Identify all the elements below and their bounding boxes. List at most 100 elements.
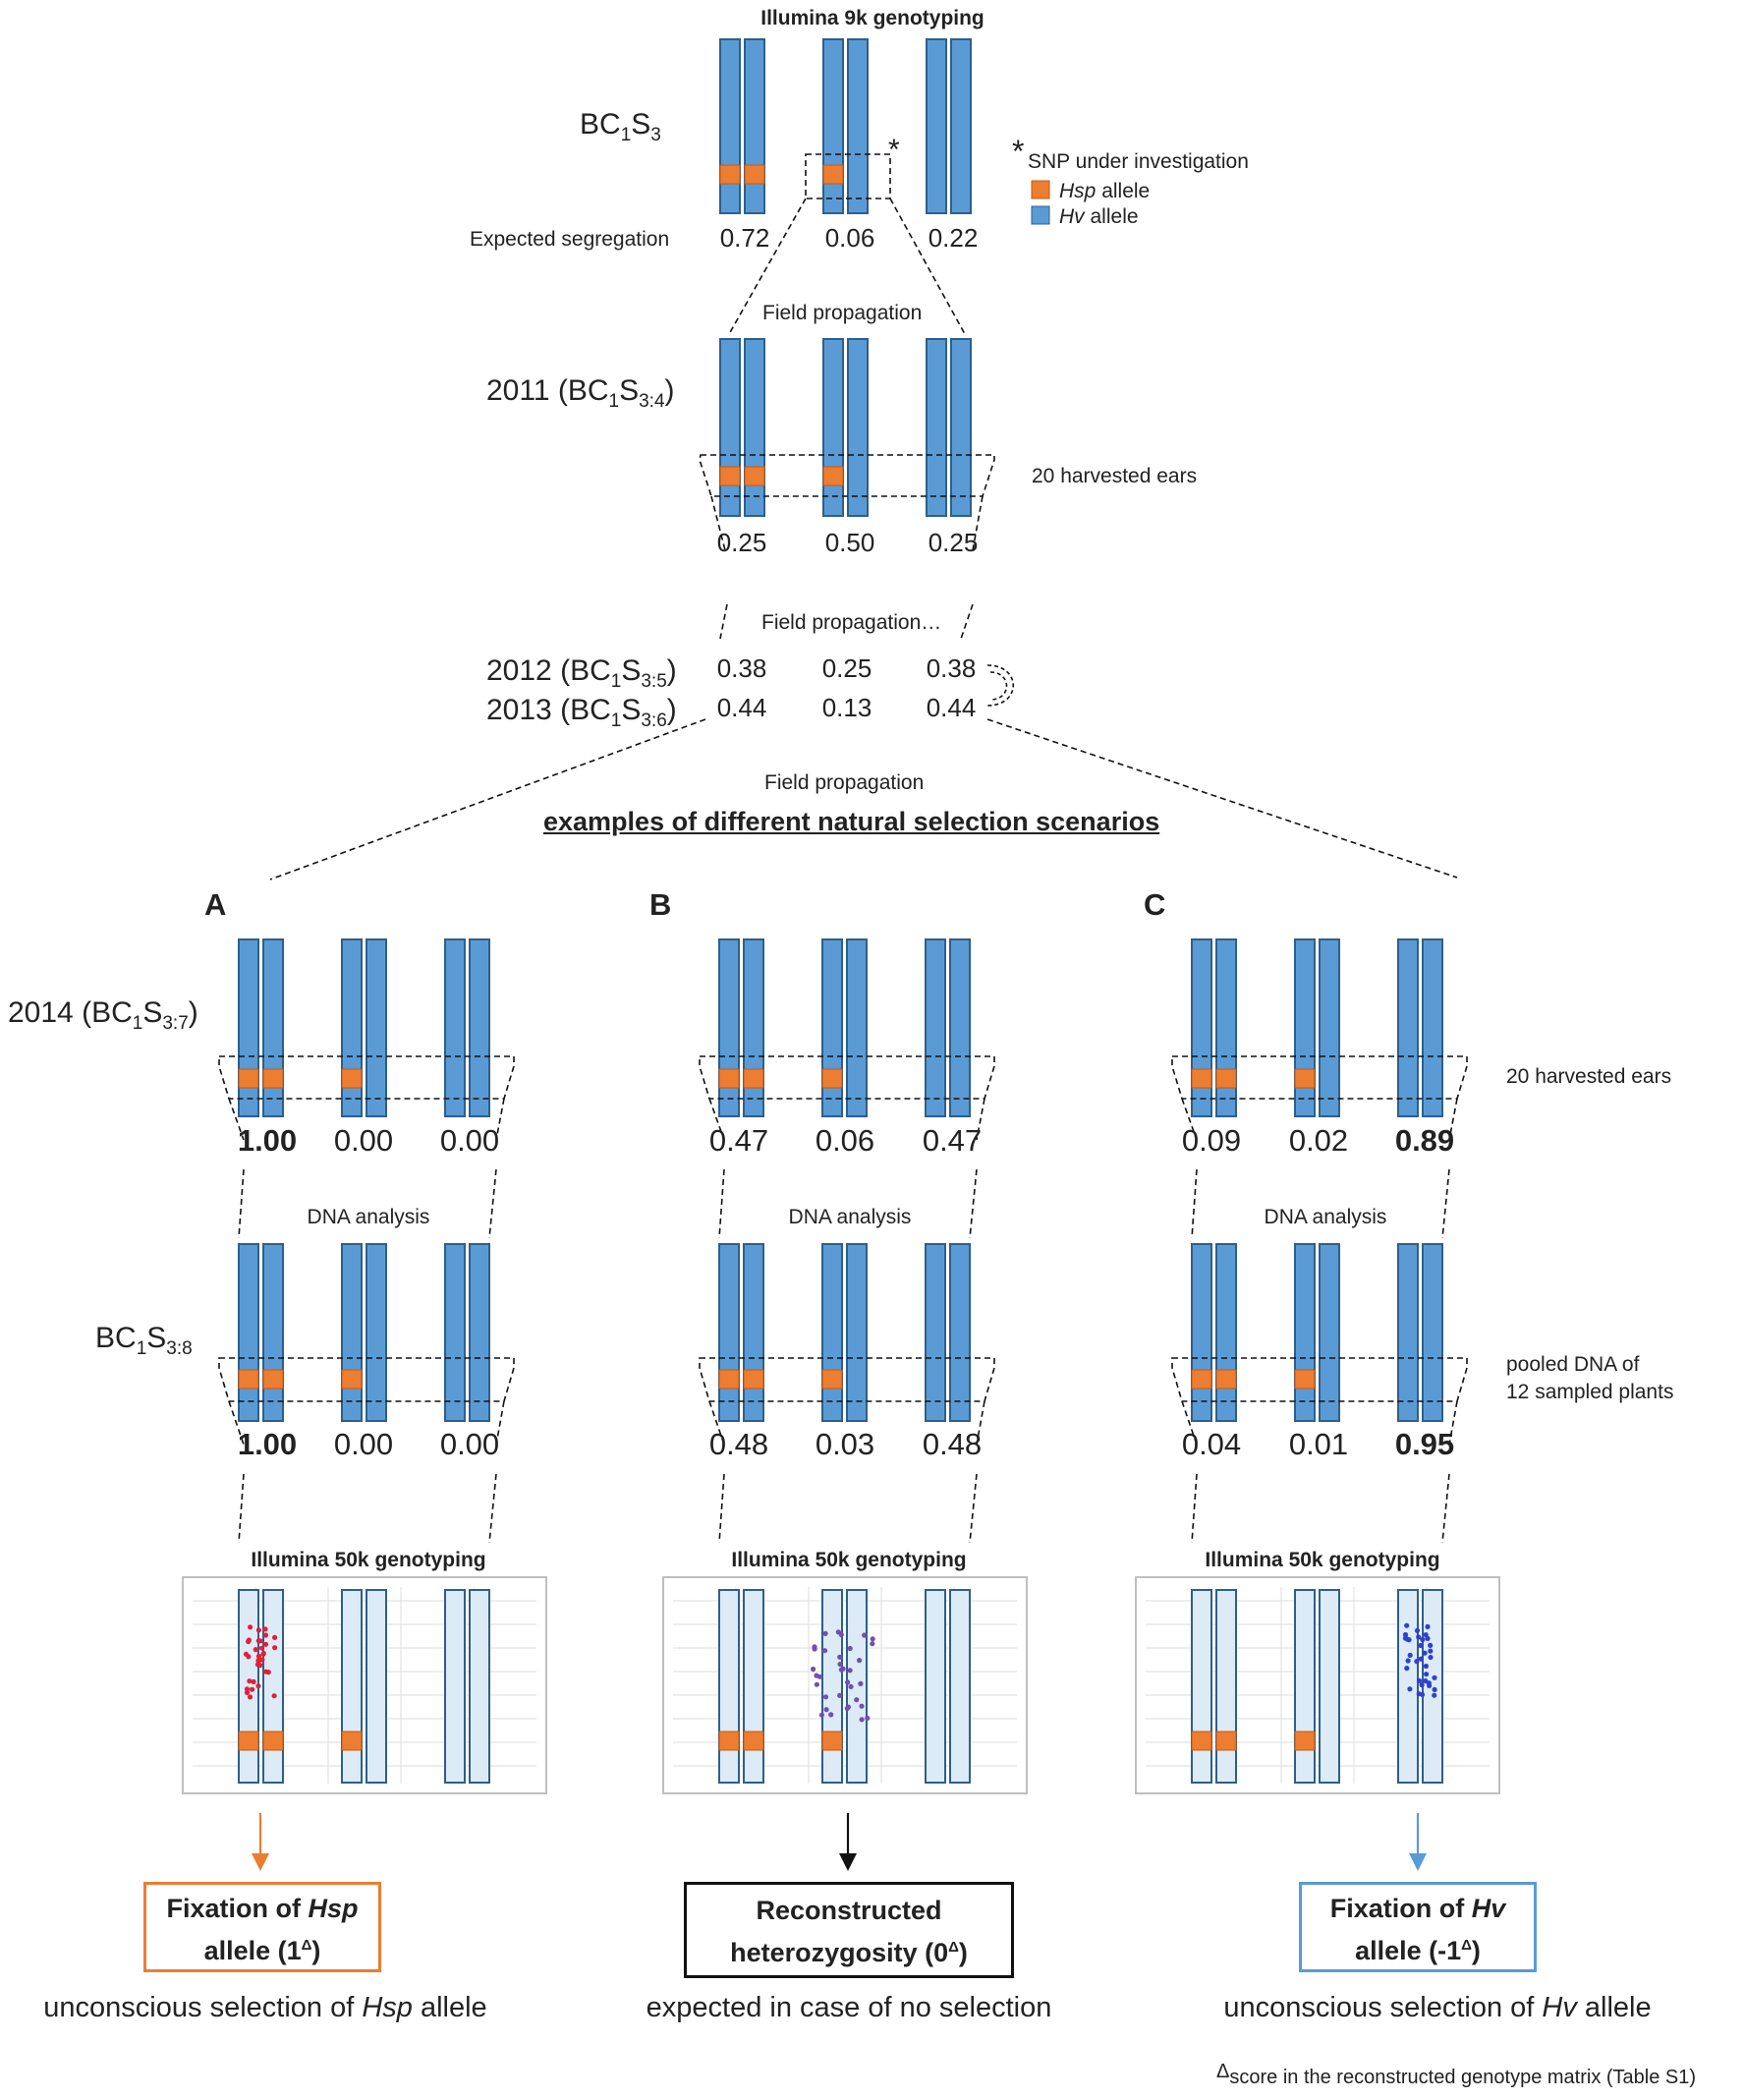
scenario-b-2014-genotype-0-chrom-0 <box>718 938 740 1117</box>
scenario-c-plot-genotype-1-chrom-0 <box>1294 1589 1316 1784</box>
freq-2014-a-0: 1.00 <box>237 1123 298 1158</box>
genotyping-plot-a <box>182 1576 547 1794</box>
freq-2012-0: 0.38 <box>716 653 767 683</box>
gen-2011-genotype-2-chrom-1 <box>950 338 972 517</box>
snp-call-point-b-3 <box>870 1636 875 1642</box>
snp-call-point-b-0 <box>811 1666 816 1673</box>
snp-call-point-c-23 <box>1414 1659 1420 1665</box>
illumina-9k-title: Illumina 9k genotyping <box>760 7 985 29</box>
expected-segregation-label: Expected segregation <box>470 228 670 251</box>
scenarios-heading: examples of different natural selection … <box>543 807 1160 836</box>
freq-bc1s3-2: 0.22 <box>928 223 979 253</box>
zoom-8-right-a-a <box>495 1400 505 1446</box>
scenario-c-2014-genotype-0-chrom-0-hsp-segment <box>1191 1068 1212 1089</box>
zoom-2014-right-a-c <box>1448 1098 1458 1141</box>
zoom-8-right-a-c <box>1448 1400 1458 1446</box>
freq-2013-0: 0.44 <box>716 693 767 722</box>
zoom-2014-left-b-c <box>1191 1168 1198 1239</box>
scenario-b-plot-genotype-1-chrom-0-hsp-segment <box>821 1731 843 1751</box>
gen-2011-genotype-1-chrom-0-hsp-segment <box>822 466 844 486</box>
snp-call-point-a-11 <box>271 1693 277 1699</box>
scenario-b-plot-genotype-0-chrom-1-hsp-segment <box>743 1731 764 1751</box>
zoom-2014-left-b-a <box>238 1168 245 1239</box>
snp-call-point-b-21 <box>859 1703 865 1709</box>
snp-call-point-c-30 <box>1407 1686 1413 1692</box>
caption-a: unconscious selection of Hsp allele <box>43 1992 487 2023</box>
snp-call-point-b-15 <box>822 1694 829 1700</box>
scenario-c-bc1s3-8-genotype-1-chrom-0-hsp-segment <box>1294 1369 1316 1390</box>
freq-2012-2: 0.38 <box>926 653 977 683</box>
scenario-b-2014-genotype-2-chrom-0 <box>925 938 946 1117</box>
freq-2013-1: 0.13 <box>821 693 872 722</box>
scenario-b-bc1s3-8-genotype-0-chrom-0 <box>718 1243 740 1422</box>
snp-call-point-a-3 <box>244 1686 251 1692</box>
genotyping-plot-c <box>1135 1576 1500 1794</box>
snp-call-point-b-26 <box>848 1683 854 1689</box>
scenario-c-plot-genotype-0-chrom-0 <box>1191 1589 1212 1784</box>
snp-call-point-a-22 <box>250 1686 255 1692</box>
scenario-b-bc1s3-8-genotype-1-chrom-0 <box>821 1243 843 1422</box>
freq-2014-a-1: 0.00 <box>333 1123 394 1158</box>
snp-call-point-b-25 <box>838 1667 845 1673</box>
scenario-a-plot-genotype-1-chrom-1 <box>366 1589 387 1784</box>
scenario-b-plot-genotype-0-chrom-1 <box>743 1589 764 1784</box>
zoom-8-left-b-b <box>718 1473 725 1544</box>
snp-call-point-a-32 <box>255 1683 261 1689</box>
scenario-b-plot-genotype-1-chrom-1 <box>846 1589 868 1784</box>
bc1s3-genotype-1-chrom-1 <box>847 38 869 214</box>
snp-call-point-c-0 <box>1418 1642 1424 1648</box>
scenario-b-bc1s3-8-genotype-1-chrom-0-hsp-segment <box>821 1369 843 1390</box>
zoom-2014-right-b-c <box>1441 1168 1450 1239</box>
bc1s3-genotype-0-chrom-1-hsp-segment <box>744 164 765 185</box>
zoom-8-left-a-c <box>1181 1400 1198 1446</box>
illumina-50k-title-c: Illumina 50k genotyping <box>1205 1549 1440 1571</box>
illumina-50k-title-a: Illumina 50k genotyping <box>251 1549 486 1571</box>
snp-call-point-c-17 <box>1423 1677 1429 1684</box>
snp-call-point-a-20 <box>253 1647 258 1653</box>
snp-call-point-b-13 <box>812 1646 817 1652</box>
snp-call-point-c-12 <box>1423 1663 1429 1670</box>
scenario-c-2014-genotype-0-chrom-1-hsp-segment <box>1215 1068 1237 1089</box>
cycle-arrow-outer <box>986 664 1014 707</box>
snp-call-point-a-27 <box>255 1627 261 1633</box>
snp-call-point-c-5 <box>1416 1634 1422 1640</box>
freq-bc1s3-8-c-0: 0.04 <box>1181 1427 1242 1461</box>
snp-call-point-a-24 <box>260 1650 266 1657</box>
scenario-a-plot-genotype-1-chrom-0-hsp-segment <box>341 1731 363 1751</box>
scenario-c-plot-genotype-2-chrom-1 <box>1422 1589 1443 1784</box>
scenario-b-2014-genotype-1-chrom-0 <box>821 938 843 1117</box>
result-arrowhead-a <box>252 1853 269 1871</box>
zoom-8-right-b-b <box>969 1473 978 1544</box>
scenario-a-2014-genotype-0-chrom-1-hsp-segment <box>262 1068 284 1089</box>
snp-call-point-a-9 <box>259 1657 265 1663</box>
snp-call-point-b-17 <box>814 1673 819 1678</box>
scenario-c-2014-genotype-0-chrom-1 <box>1215 938 1237 1117</box>
freq-2012-1: 0.25 <box>821 653 872 683</box>
snp-call-point-b-18 <box>845 1679 851 1685</box>
snp-call-point-b-14 <box>821 1648 828 1654</box>
snp-call-point-c-28 <box>1418 1656 1424 1662</box>
gen-2011-genotype-1-chrom-0 <box>822 338 844 517</box>
scenario-a-2014-genotype-1-chrom-0 <box>341 938 363 1117</box>
scenario-c-bc1s3-8-genotype-0-chrom-0 <box>1191 1243 1212 1422</box>
scenario-b-plot-genotype-2-chrom-1 <box>949 1589 971 1784</box>
freq-bc1s3-8-b-0: 0.48 <box>708 1427 769 1461</box>
scenario-c-2014-genotype-2-chrom-0 <box>1397 938 1419 1117</box>
bc1s3-genotype-2-chrom-1 <box>950 38 972 214</box>
zoom-line-left-3 <box>719 603 728 640</box>
snp-call-point-c-32 <box>1425 1623 1431 1629</box>
dna-analysis-label-a: DNA analysis <box>307 1206 430 1228</box>
snp-call-point-a-29 <box>263 1669 269 1674</box>
snp-highlight-box <box>805 153 891 199</box>
scenario-a-plot-genotype-0-chrom-1 <box>262 1589 284 1784</box>
snp-call-point-a-16 <box>247 1694 253 1700</box>
dna-analysis-label-b: DNA analysis <box>788 1206 912 1228</box>
snp-call-point-a-13 <box>272 1634 278 1640</box>
scenario-a-plot-genotype-0-chrom-0-hsp-segment <box>238 1731 259 1751</box>
zoom-8-left-b-c <box>1191 1473 1198 1544</box>
freq-2014-c-1: 0.02 <box>1288 1123 1349 1158</box>
snp-call-point-c-27 <box>1432 1692 1437 1698</box>
gen-2011-genotype-0-chrom-1 <box>744 338 765 517</box>
scenario-a-bc1s3-8-genotype-0-chrom-0-hsp-segment <box>238 1369 259 1390</box>
zoom-line-right-1 <box>889 198 966 335</box>
